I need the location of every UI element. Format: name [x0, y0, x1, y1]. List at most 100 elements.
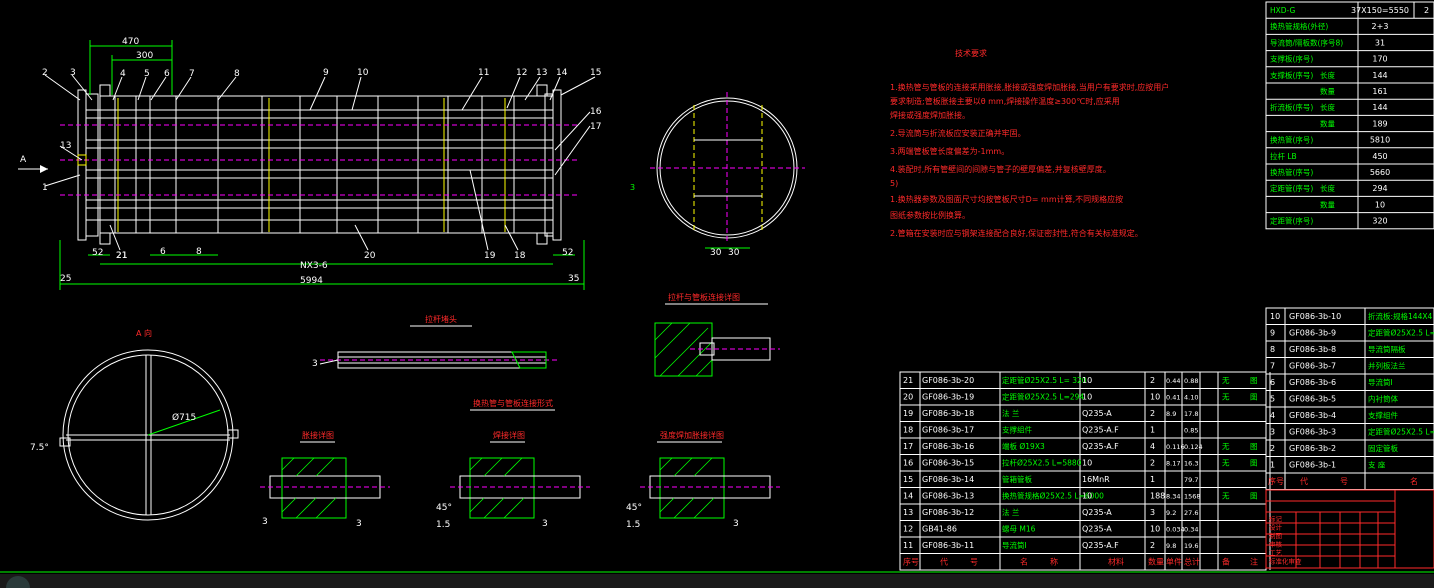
param-value: 10 — [1375, 200, 1385, 209]
param-label: 数量 — [1320, 118, 1336, 128]
tech-line-9: 图纸参数按比例换算。 — [890, 210, 970, 220]
bomr-row-name: 支 座 — [1368, 460, 1386, 470]
bom-row-note1: 无 — [1222, 459, 1230, 468]
tech-line-2: 要求制造;管板胀接主要以θ mm,焊接操作温度≥300℃时,应采用 — [890, 96, 1120, 106]
bom-row-name: 支撑组件 — [1002, 425, 1032, 435]
bom-row-qty: 1 — [1150, 426, 1155, 435]
technical-requirements: 技术要求 1.换热管与管板的连接采用胀接,胀接或强度焊加胀接,当用户有要求时,应… — [890, 48, 1169, 238]
param-value: 5660 — [1370, 168, 1390, 177]
balloon-10: 10 — [357, 68, 369, 78]
bom-row-material: Q235-A.F — [1082, 541, 1119, 550]
bom-row-qty: 2 — [1150, 459, 1155, 468]
param-label: 定距管(序号) — [1270, 216, 1313, 226]
bomr-row-no: 5 — [1270, 395, 1275, 404]
bom-row-unit: 8.17 — [1166, 460, 1180, 468]
exp-dim-3-right: 3 — [356, 519, 362, 529]
bom-row-qty: 4 — [1150, 442, 1155, 451]
bom-header-cell: 单件 — [1166, 557, 1182, 567]
bom-row-qty: 10 — [1150, 525, 1160, 534]
bomr-row-name: 导流筒I — [1368, 377, 1393, 387]
bom-row-total: 27.6 — [1184, 509, 1198, 517]
tech-line-10: 2.管箱在安装时应与钢架连接配合良好,保证密封性,符合有关标准规定。 — [890, 228, 1143, 238]
balloon-11: 11 — [478, 68, 489, 78]
bom-row-name: 定距管Ø25X2.5 L=294 — [1002, 392, 1084, 402]
bomr-row-no: 4 — [1270, 411, 1275, 420]
bom-row-no: 17 — [903, 442, 913, 451]
bom-row-total: 0.88 — [1184, 377, 1198, 385]
bom-row-no: 12 — [903, 525, 913, 534]
bom-header-cell: 数量 — [1148, 557, 1164, 567]
bom-row-material: Q235-A.F — [1082, 426, 1119, 435]
dim-5994: 5994 — [300, 276, 323, 286]
dim-nxd: NX3-6 — [300, 261, 328, 271]
balloon-20: 20 — [364, 251, 376, 261]
balloon-1: 1 — [42, 183, 48, 193]
wexp-dim-3: 3 — [733, 519, 739, 529]
balloon-17: 17 — [590, 122, 601, 132]
bom-row-material: 10 — [1082, 459, 1092, 468]
bom-row-note1: 无 — [1222, 492, 1230, 501]
bom-row-name: 端板 Ø19X3 — [1002, 441, 1045, 451]
balloon-16: 16 — [590, 107, 602, 117]
dim-52-right: 52 — [562, 248, 573, 258]
balloon-8: 8 — [234, 69, 240, 79]
bomr-row-code: GF086-3b-3 — [1289, 428, 1336, 437]
bom-row-no: 18 — [903, 426, 913, 435]
dim-6: 6 — [160, 247, 166, 257]
bom-row-note2: 图 — [1250, 459, 1258, 468]
bomr-row-no: 6 — [1270, 378, 1275, 387]
title-block-label: 标记 — [1269, 514, 1283, 523]
bom-row-note1: 无 — [1222, 442, 1230, 451]
param-label: 换热管(序号) — [1270, 135, 1313, 145]
bomr-row-code: GF086-3b-8 — [1289, 345, 1336, 354]
bomr-header-cell: 号 — [1340, 477, 1348, 486]
dim-30-left: 30 — [710, 248, 722, 258]
bom-row-unit: 9.8 — [1166, 542, 1176, 550]
param-value: 144 — [1372, 103, 1387, 112]
bomr-row-name: 支撑组件 — [1368, 410, 1398, 420]
balloon-13: 13 — [536, 68, 547, 78]
param-label: 换热管(序号) — [1270, 167, 1313, 177]
tech-line-3: 焊接或强度焊加胀接。 — [890, 110, 970, 120]
bom-row-material: Q235-A — [1082, 525, 1112, 534]
bomr-row-no: 1 — [1270, 461, 1275, 470]
bom-row-name: 螺母 M16 — [1002, 524, 1036, 534]
dim-30-right: 30 — [728, 248, 740, 258]
param-value: 189 — [1372, 119, 1387, 128]
param-label: 长度 — [1320, 102, 1336, 112]
bom-row-qty: 2 — [1150, 376, 1155, 385]
expansion-detail-title: 胀接详图 — [302, 430, 334, 440]
bom-row-name: 定距管Ø25X2.5 L= 320 — [1002, 375, 1087, 385]
detail-tie-rod-plug: 拉杆堵头 3 — [312, 314, 560, 369]
param-label: HXD-G — [1270, 6, 1296, 15]
param-value: 144 — [1372, 71, 1387, 80]
tech-line-6: 4.装配时,所有管壁间的间隙与管子的壁厚偏差,并复核壁厚度。 — [890, 164, 1111, 174]
title-block-label: 设计 — [1269, 523, 1283, 532]
balloon-21: 21 — [116, 251, 127, 261]
bomr-row-no: 7 — [1270, 362, 1275, 371]
balloon-18: 18 — [514, 251, 526, 261]
bomr-row-no: 2 — [1270, 444, 1275, 453]
bomr-header-cell: 名 — [1410, 476, 1418, 486]
bomr-header-cell: 代 — [1300, 476, 1308, 486]
dim-52-left: 52 — [92, 248, 103, 258]
bom-row-no: 11 — [903, 541, 913, 550]
param-group-label: 支撑板(序号) — [1270, 70, 1313, 80]
param-value: 320 — [1372, 217, 1387, 226]
bom-row-no: 16 — [903, 459, 913, 468]
status-bar — [0, 574, 1434, 588]
main-elevation-view: 470 300 52 21 6 8 NX3-6 52 25 35 5994 A — [18, 37, 602, 290]
bom-row-qty: 2 — [1150, 409, 1155, 418]
balloon-7: 7 — [189, 69, 195, 79]
bom-row-total: 0.85 — [1184, 427, 1198, 435]
bom-header-cell: 材料 — [1108, 557, 1124, 567]
param-value: 2+3 — [1372, 22, 1389, 31]
bom-row-material: 10 — [1082, 376, 1092, 385]
bom-row-note2: 图 — [1250, 492, 1258, 501]
bom-row-name: 管箱管板 — [1002, 474, 1032, 484]
bomr-header-cell: 序号 — [1268, 476, 1284, 486]
tech-line-4: 2.导流筒与折流板应安装正确并牢固。 — [890, 128, 1026, 138]
view-a-angle: 7.5° — [30, 443, 49, 453]
bom-row-qty: 1 — [1150, 475, 1155, 484]
